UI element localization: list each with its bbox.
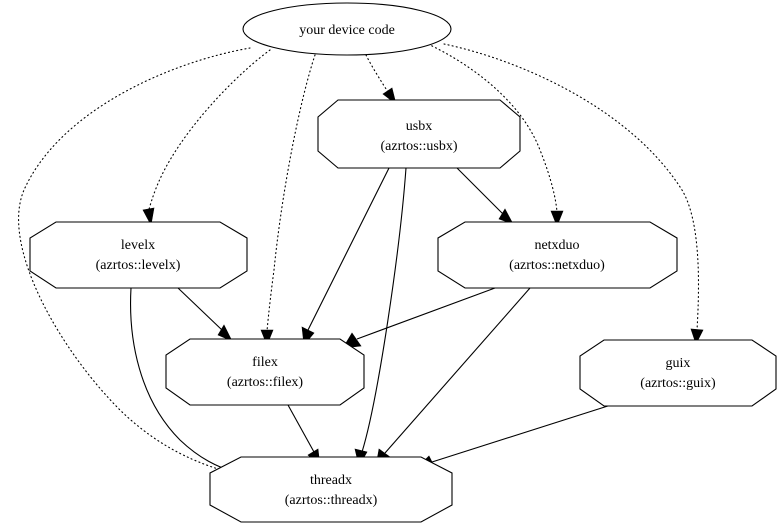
edge-usbx-to-filex bbox=[301, 167, 390, 346]
node-guix[interactable]: guix (azrtos::guix) bbox=[579, 339, 777, 407]
edge-device-to-filex bbox=[260, 54, 316, 346]
octagon-shape bbox=[29, 221, 248, 289]
edge-device-to-netxduo bbox=[427, 43, 564, 227]
arrowhead-icon bbox=[690, 328, 704, 345]
edge-netxduo-to-filex bbox=[342, 287, 496, 349]
edge-path bbox=[147, 49, 271, 214]
node-layer: your device code usbx (azrtos::usbx) lev… bbox=[29, 2, 777, 523]
edge-path bbox=[365, 54, 389, 93]
edge-device-to-usbx bbox=[365, 54, 397, 105]
node-usbx[interactable]: usbx (azrtos::usbx) bbox=[317, 99, 521, 169]
edge-netxduo-to-threadx bbox=[375, 287, 531, 467]
octagon-shape bbox=[317, 99, 521, 169]
edge-path bbox=[287, 404, 315, 453]
edge-path bbox=[384, 287, 531, 454]
node-device-label-line1: your device code bbox=[299, 23, 395, 38]
arrowhead-icon bbox=[550, 210, 564, 227]
ellipse-shape bbox=[242, 2, 452, 56]
node-filex-label-line1: filex bbox=[252, 355, 278, 370]
edge-device-to-guix bbox=[443, 43, 704, 345]
edge-path bbox=[443, 43, 700, 331]
node-levelx-label-line2: (azrtos::levelx) bbox=[96, 258, 181, 273]
edge-levelx-to-filex bbox=[177, 287, 233, 342]
node-threadx-label-line1: threadx bbox=[310, 473, 352, 488]
node-levelx[interactable]: levelx (azrtos::levelx) bbox=[29, 221, 248, 289]
edge-usbx-to-netxduo bbox=[456, 167, 514, 225]
octagon-shape bbox=[165, 338, 365, 406]
node-threadx[interactable]: threadx (azrtos::threadx) bbox=[209, 456, 453, 523]
node-levelx-label-line1: levelx bbox=[121, 238, 155, 253]
arrowhead-icon bbox=[142, 207, 155, 226]
edge-path bbox=[177, 287, 223, 331]
edge-path bbox=[307, 167, 390, 331]
edge-path bbox=[456, 167, 504, 215]
node-filex[interactable]: filex (azrtos::filex) bbox=[165, 338, 365, 406]
node-netxduo[interactable]: netxduo (azrtos::netxduo) bbox=[437, 221, 678, 289]
edge-path bbox=[356, 287, 496, 340]
node-usbx-label-line1: usbx bbox=[406, 119, 432, 134]
octagon-shape bbox=[579, 339, 777, 407]
edge-path bbox=[266, 54, 316, 332]
octagon-shape bbox=[209, 456, 453, 523]
edge-usbx-to-threadx bbox=[354, 167, 407, 467]
node-guix-label-line2: (azrtos::guix) bbox=[640, 376, 716, 391]
edge-path bbox=[361, 167, 407, 453]
node-filex-label-line2: (azrtos::filex) bbox=[227, 375, 304, 390]
edge-path bbox=[130, 287, 235, 473]
node-netxduo-label-line2: (azrtos::netxduo) bbox=[509, 258, 605, 273]
node-guix-label-line1: guix bbox=[666, 356, 691, 371]
octagon-shape bbox=[437, 221, 678, 289]
node-threadx-label-line2: (azrtos::threadx) bbox=[285, 493, 378, 508]
edge-path bbox=[431, 404, 612, 463]
node-netxduo-label-line1: netxduo bbox=[534, 238, 579, 253]
node-device[interactable]: your device code bbox=[242, 2, 452, 56]
arrowhead-icon bbox=[260, 329, 274, 346]
edge-guix-to-threadx bbox=[417, 404, 612, 469]
edge-device-to-levelx bbox=[142, 49, 271, 226]
arrowhead-icon bbox=[217, 324, 233, 342]
node-usbx-label-line2: (azrtos::usbx) bbox=[381, 139, 458, 154]
edge-path bbox=[18, 47, 251, 473]
